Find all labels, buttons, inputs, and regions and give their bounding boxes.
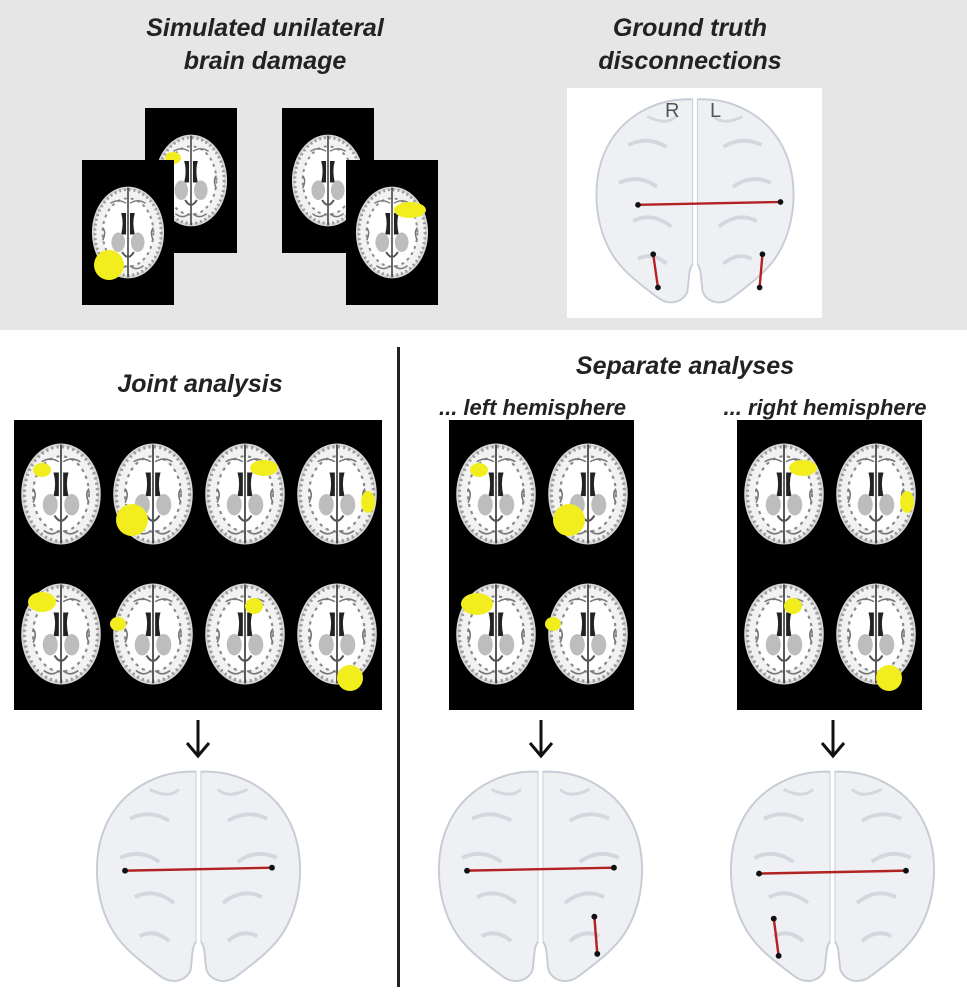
damage-title: Simulated unilateral brain damage xyxy=(100,12,430,78)
damage-title-line1: Simulated unilateral xyxy=(146,14,384,42)
label-r: R xyxy=(665,100,680,122)
down-arrow-icon xyxy=(820,720,846,759)
joint-slices-panel xyxy=(14,420,382,710)
lesion-slice-front-1 xyxy=(82,160,174,305)
separate-title: Separate analyses xyxy=(575,352,795,380)
lesion-slice-front-2 xyxy=(346,160,438,305)
section-divider xyxy=(397,347,400,987)
right-hemisphere-result-brain xyxy=(710,760,955,995)
ground-truth-panel: R L xyxy=(567,88,822,318)
label-l: L xyxy=(710,100,722,122)
left-hemisphere-result-brain xyxy=(418,760,663,995)
truth-title-line1: Ground truth xyxy=(612,14,768,42)
joint-result-brain xyxy=(76,760,321,995)
right-hemisphere-title: ... right hemisphere xyxy=(723,395,927,420)
joint-title: Joint analysis xyxy=(117,370,283,398)
truth-title-line2: disconnections xyxy=(598,47,782,75)
ground-truth-brain xyxy=(580,88,810,316)
truth-title: Ground truth disconnections xyxy=(545,12,835,78)
left-hemisphere-title: ... left hemisphere xyxy=(438,395,627,420)
left-hemisphere-slices xyxy=(449,420,634,710)
damage-title-line2: brain damage xyxy=(183,47,347,75)
down-arrow-icon xyxy=(185,720,211,759)
right-hemisphere-slices xyxy=(737,420,922,710)
down-arrow-icon xyxy=(528,720,554,759)
